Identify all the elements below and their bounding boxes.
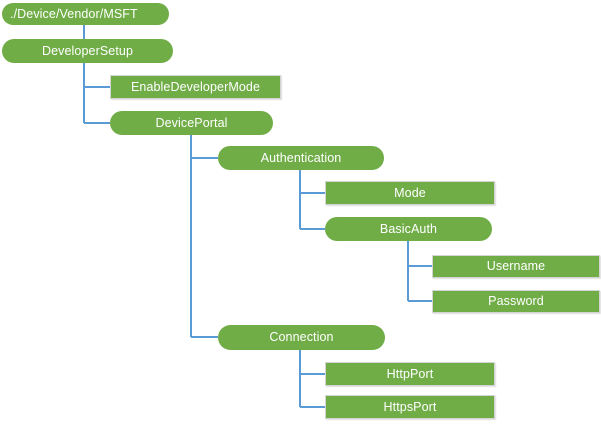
node-connection[interactable]: Connection [218, 325, 385, 350]
node-developersetup[interactable]: DeveloperSetup [2, 39, 173, 63]
node-authentication[interactable]: Authentication [218, 146, 384, 170]
node-enabledevelopermode[interactable]: EnableDeveloperMode [110, 75, 281, 99]
node-root[interactable]: ./Device/Vendor/MSFT [2, 3, 169, 25]
node-mode[interactable]: Mode [325, 181, 495, 205]
node-basicauth[interactable]: BasicAuth [325, 217, 492, 241]
node-username[interactable]: Username [432, 255, 600, 278]
node-password[interactable]: Password [432, 290, 600, 313]
node-httpport[interactable]: HttpPort [325, 362, 495, 386]
node-httpsport[interactable]: HttpsPort [325, 395, 495, 419]
node-deviceportal[interactable]: DevicePortal [110, 111, 273, 135]
